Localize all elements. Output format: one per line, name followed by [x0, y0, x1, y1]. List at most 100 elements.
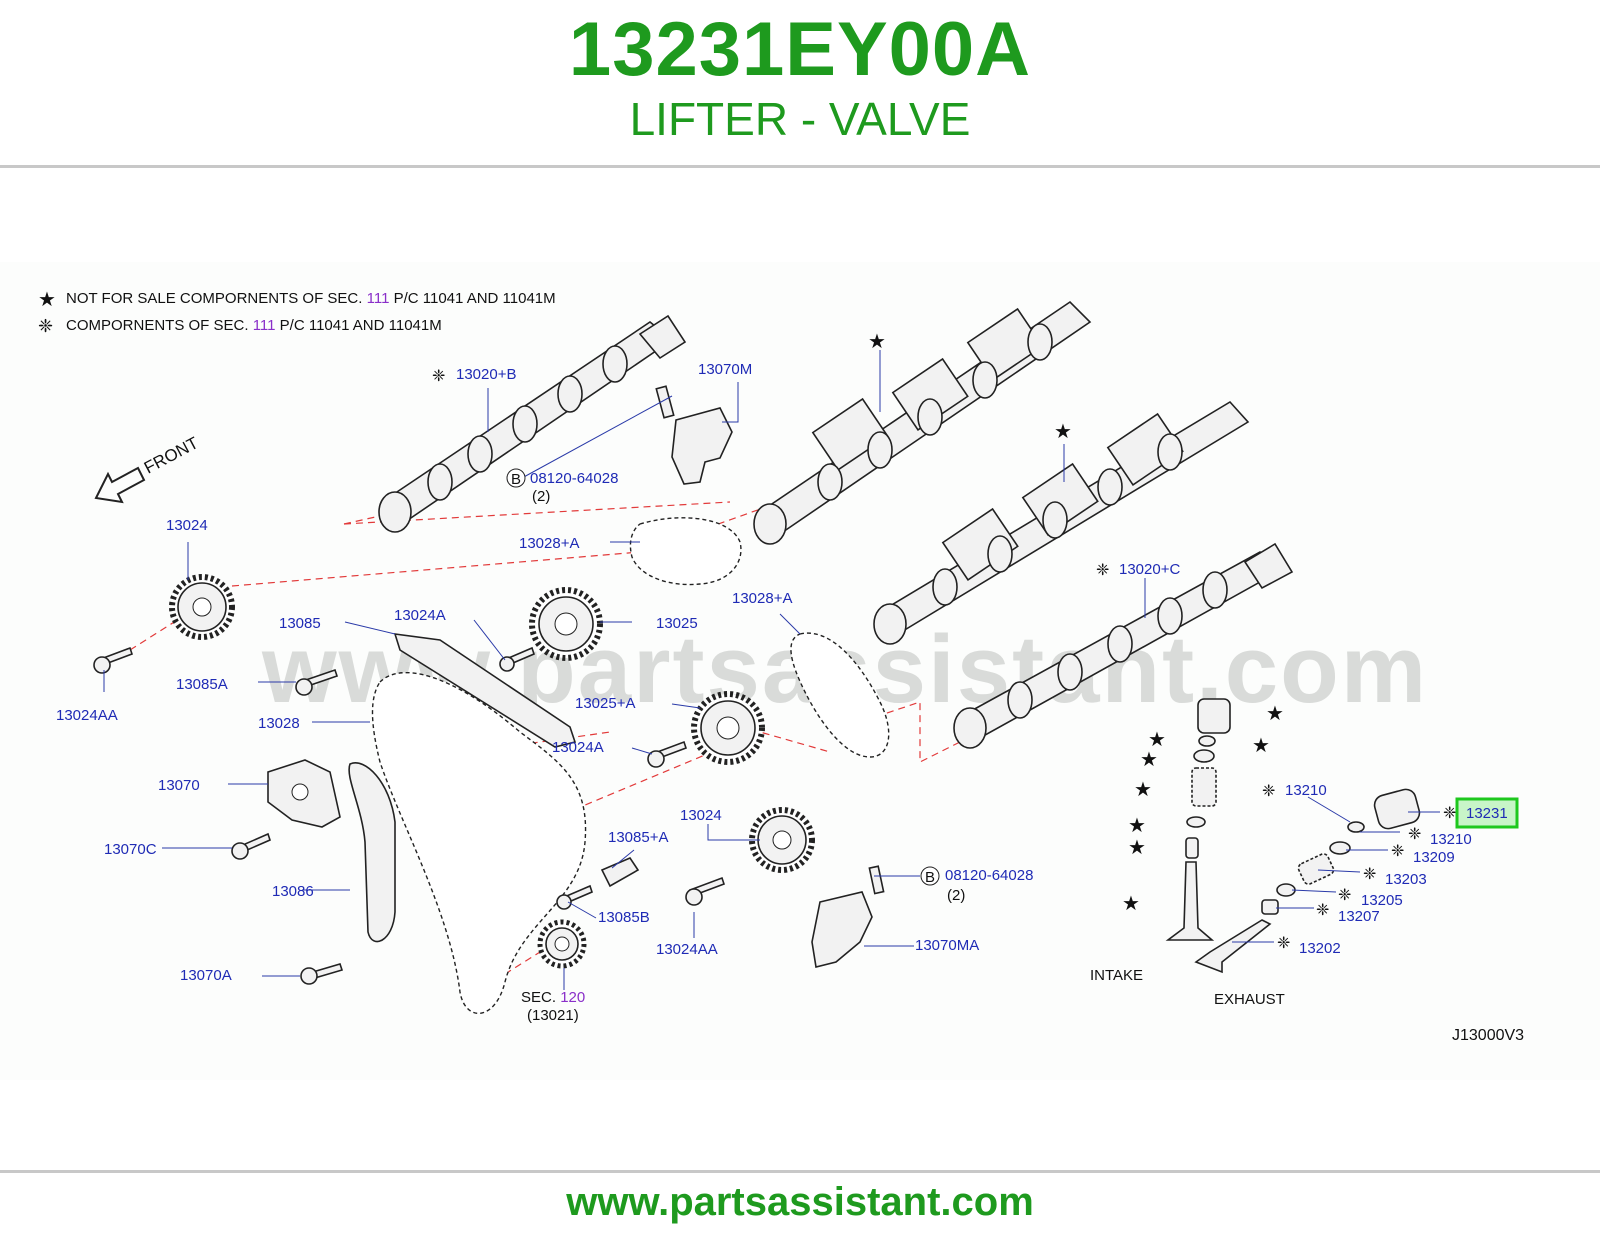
camshaft-assembly-lower — [873, 400, 1250, 645]
label-13070c[interactable]: 13070C — [104, 841, 157, 858]
camshaft-13020b — [378, 314, 687, 533]
label-exhaust: EXHAUST — [1214, 991, 1285, 1008]
valve-train — [1165, 698, 1421, 974]
label-13070m[interactable]: 13070M — [698, 361, 752, 378]
asterisk-flower-icon: ❈ — [1338, 887, 1351, 904]
camshaft-assembly-upper — [753, 300, 1092, 545]
asterisk-flower-icon: ❈ — [1408, 826, 1421, 843]
diagram-code: J13000V3 — [1452, 1027, 1524, 1044]
asterisk-flower-icon: ❈ — [432, 368, 445, 385]
star-icon: ★ — [1148, 729, 1166, 751]
camshaft-13020c — [953, 542, 1294, 749]
label-13024-top[interactable]: 13024 — [166, 517, 208, 534]
label-sec: SEC. 120 — [521, 989, 585, 1006]
label-13210-lower[interactable]: 13210 — [1430, 831, 1472, 848]
star-icon: ★ — [1140, 749, 1158, 771]
part-name-subtitle: LIFTER - VALVE — [629, 93, 971, 145]
asterisk-flower-icon: ❈ — [1443, 805, 1456, 822]
label-13028a-upper[interactable]: 13028+A — [519, 535, 579, 552]
tensioner-13070m — [655, 385, 733, 485]
star-icon: ★ — [1128, 837, 1146, 859]
star-icon: ★ — [1054, 421, 1072, 443]
chain-13028-primary — [371, 671, 587, 1015]
label-13086[interactable]: 13086 — [272, 883, 314, 900]
label-13085a[interactable]: 13085A — [176, 676, 228, 693]
label-bolt-08120-64028-upper[interactable]: 08120-64028 — [530, 470, 618, 487]
tensioner-13070ma — [811, 865, 885, 968]
valve-exhaust — [1194, 919, 1272, 974]
label-13020b[interactable]: 13020+B — [456, 366, 516, 383]
label-13085b[interactable]: 13085B — [598, 909, 650, 926]
star-icon: ★ — [1122, 893, 1140, 915]
part-number-title: 13231EY00A — [568, 7, 1032, 92]
bolt-b-marker-icon — [506, 468, 526, 488]
asterisk-flower-icon: ❈ — [1262, 783, 1275, 800]
star-icon: ★ — [1266, 703, 1284, 725]
label-13203[interactable]: 13203 — [1385, 871, 1427, 888]
parts-diagram: www.partsassistant.com ★ NOT FOR SALE CO… — [0, 262, 1600, 1080]
label-13085a-plus[interactable]: 13085+A — [608, 829, 668, 846]
bracket-13085a-plus — [600, 857, 640, 888]
header-divider — [0, 165, 1600, 168]
front-arrow-icon: FRONT — [94, 433, 202, 504]
highlight-box-13231 — [1455, 797, 1519, 829]
label-13210-upper[interactable]: 13210 — [1285, 782, 1327, 799]
chain-13028a-upper — [629, 517, 742, 586]
guide-13085 — [393, 633, 577, 748]
footer-website-link[interactable]: www.partsassistant.com — [566, 1180, 1034, 1224]
star-symbol-icon: ★ — [38, 289, 56, 311]
label-13070ma[interactable]: 13070MA — [915, 937, 979, 954]
star-icon: ★ — [1128, 815, 1146, 837]
label-13070a[interactable]: 13070A — [180, 967, 232, 984]
label-13231[interactable]: 13231 — [1466, 805, 1508, 822]
label-13025[interactable]: 13025 — [656, 615, 698, 632]
crank-sprocket-13021 — [537, 919, 587, 969]
sprocket-13025 — [529, 587, 603, 661]
valve-intake — [1165, 861, 1215, 941]
label-13028[interactable]: 13028 — [258, 715, 300, 732]
lifter-intake — [1197, 698, 1231, 734]
star-icon: ★ — [868, 331, 886, 353]
label-13025a[interactable]: 13025+A — [575, 695, 635, 712]
bolt-b-letter: B — [511, 471, 521, 488]
asterisk-flower-icon: ❈ — [1277, 935, 1290, 952]
label-13024aa-left[interactable]: 13024AA — [56, 707, 118, 724]
label-13085[interactable]: 13085 — [279, 615, 321, 632]
front-label: FRONT — [141, 433, 202, 477]
bolt-b-marker-icon — [920, 866, 940, 886]
page-header: 13231EY00A LIFTER - VALVE — [0, 0, 1600, 168]
legend: ★ NOT FOR SALE COMPORNENTS OF SEC. 111 P… — [38, 289, 556, 336]
bolt-b-letter: B — [925, 869, 935, 886]
label-13024a-lower[interactable]: 13024A — [552, 739, 604, 756]
diagram-canvas: www.partsassistant.com ★ NOT FOR SALE CO… — [38, 289, 1524, 1044]
label-13209[interactable]: 13209 — [1413, 849, 1455, 866]
label-13028a-lower[interactable]: 13028+A — [732, 590, 792, 607]
legend-line-1: NOT FOR SALE COMPORNENTS OF SEC. 111 P/C… — [66, 290, 556, 307]
label-13070[interactable]: 13070 — [158, 777, 200, 794]
label-13205[interactable]: 13205 — [1361, 892, 1403, 909]
footer-divider — [0, 1170, 1600, 1173]
leader-lines — [103, 350, 1440, 990]
label-13024-mid[interactable]: 13024 — [680, 807, 722, 824]
chain-13028a-lower — [790, 632, 890, 758]
sprocket-13025a — [691, 691, 765, 765]
asterisk-flower-icon: ❈ — [1363, 866, 1376, 883]
asterisk-flower-icon: ❈ — [1391, 843, 1404, 860]
label-13024aa-lower[interactable]: 13024AA — [656, 941, 718, 958]
guide-13086 — [348, 762, 396, 943]
star-icon: ★ — [1134, 779, 1152, 801]
label-13020c[interactable]: 13020+C — [1119, 561, 1180, 578]
label-bolt-qty-upper: (2) — [532, 488, 550, 505]
label-bolt-qty-lower: (2) — [947, 887, 965, 904]
asterisk-flower-icon: ❈ — [1096, 562, 1109, 579]
label-13207[interactable]: 13207 — [1338, 908, 1380, 925]
label-13202[interactable]: 13202 — [1299, 940, 1341, 957]
symbol-markers: ★ ★ ★ ★ ★ ★ ★ ★ ★ ★ ❈ ❈ ❈ ❈ ❈ ❈ ❈ ❈ ❈ ❈ — [432, 331, 1456, 952]
label-bolt-08120-64028-lower[interactable]: 08120-64028 — [945, 867, 1033, 884]
label-13021: (13021) — [527, 1007, 579, 1024]
bolts — [93, 646, 726, 985]
legend-line-2: COMPORNENTS OF SEC. 111 P/C 11041 AND 11… — [66, 317, 442, 334]
label-13024a-upper[interactable]: 13024A — [394, 607, 446, 624]
asterisk-flower-icon: ❈ — [1316, 902, 1329, 919]
lifter-13231 — [1373, 788, 1421, 830]
